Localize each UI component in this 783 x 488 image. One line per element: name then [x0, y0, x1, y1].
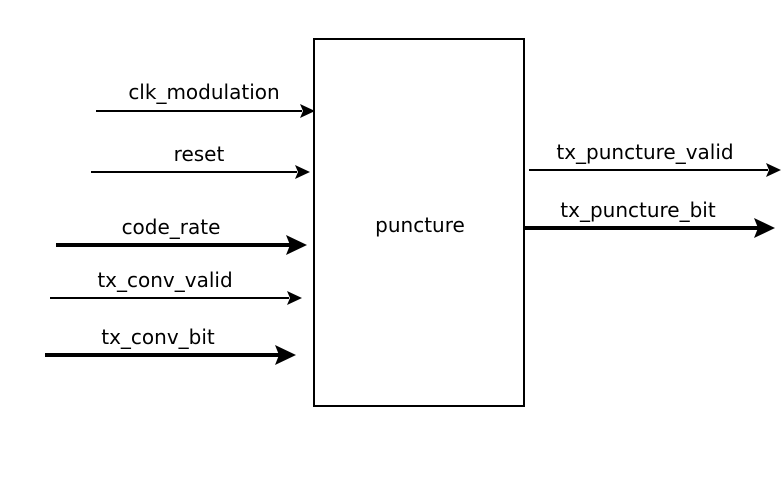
input-signal-clk-modulation: clk_modulation — [96, 80, 315, 118]
input-signal-tx-conv-bit: tx_conv_bit — [45, 325, 296, 365]
input-signal-label: tx_conv_valid — [97, 268, 232, 292]
arrowhead-icon — [287, 291, 302, 305]
arrowhead-icon — [275, 345, 296, 365]
input-signal-label: clk_modulation — [128, 80, 279, 104]
puncture-block: puncture — [313, 38, 525, 407]
output-signal-tx-puncture-bit: tx_puncture_bit — [524, 198, 775, 238]
input-signal-code-rate: code_rate — [56, 215, 307, 255]
output-signal-label: tx_puncture_valid — [556, 140, 733, 164]
output-signal-label: tx_puncture_bit — [560, 198, 716, 222]
input-signal-tx-conv-valid: tx_conv_valid — [50, 268, 302, 305]
input-signal-label: code_rate — [122, 215, 221, 239]
arrowhead-icon — [286, 235, 307, 255]
input-signal-label: reset — [174, 142, 225, 166]
arrowhead-icon — [300, 104, 315, 118]
arrowhead-icon — [766, 163, 781, 177]
puncture-block-rect — [313, 38, 525, 407]
arrowhead-icon — [754, 218, 775, 238]
output-signal-tx-puncture-valid: tx_puncture_valid — [529, 140, 781, 177]
input-signal-reset: reset — [91, 142, 310, 179]
arrowhead-icon — [295, 165, 310, 179]
puncture-block-label: puncture — [375, 213, 465, 237]
input-signal-label: tx_conv_bit — [101, 325, 215, 349]
